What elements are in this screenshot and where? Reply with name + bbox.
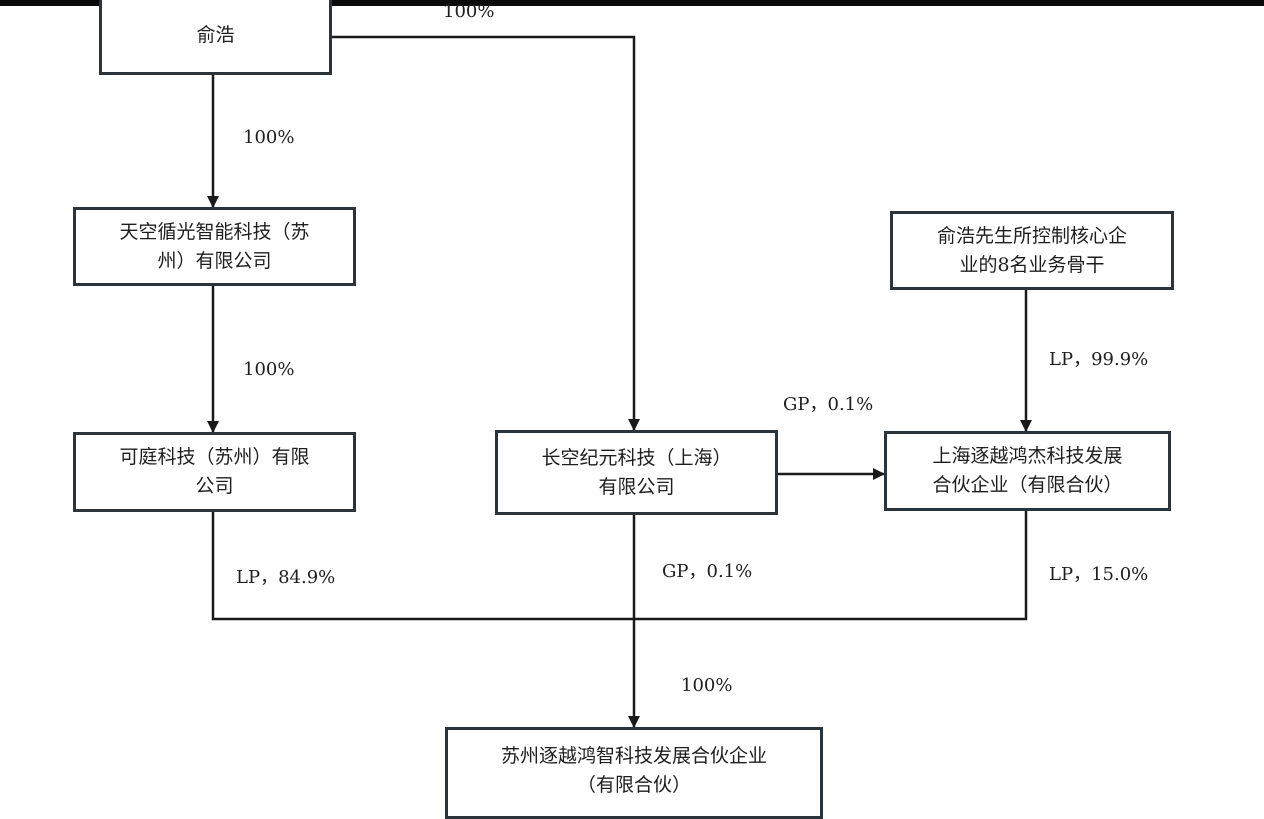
edge-yu-to-changkong bbox=[332, 35, 640, 431]
node-line: 有限公司 bbox=[598, 475, 675, 498]
node-yu-hao: 俞浩 bbox=[99, 0, 332, 75]
top-edge-bar bbox=[0, 0, 1264, 6]
node-line: 俞浩先生所控制核心企 bbox=[936, 224, 1127, 247]
edge-label-merged-to-suzhou: 100% bbox=[681, 675, 733, 696]
node-changkong: 长空纪元科技（上海） 有限公司 bbox=[495, 430, 778, 515]
edge-label-shanghai-to-suzhou: LP，15.0% bbox=[1049, 564, 1149, 585]
edge-label-changkong-to-suzhou: GP，0.1% bbox=[662, 561, 753, 582]
node-line: 苏州逐越鸿智科技发展合伙企业 bbox=[500, 745, 767, 767]
node-shanghai-zhuyue: 上海逐越鸿杰科技发展 合伙企业（有限合伙） bbox=[884, 431, 1171, 511]
edge-label-keting-to-suzhou: LP，84.9% bbox=[236, 567, 336, 588]
node-line: 上海逐越鸿杰科技发展 bbox=[932, 445, 1123, 467]
node-core-staff: 俞浩先生所控制核心企 业的8名业务骨干 bbox=[890, 211, 1174, 290]
node-line: 俞浩 bbox=[196, 24, 235, 46]
edge-label-yu-to-changkong: 100% bbox=[443, 1, 495, 22]
edge-label-staff-to-shanghai: LP，99.9% bbox=[1049, 349, 1149, 370]
edge-keting-down bbox=[211, 512, 634, 621]
edge-label-changkong-to-shanghai: GP，0.1% bbox=[783, 394, 874, 415]
node-line: （有限合伙） bbox=[576, 774, 691, 796]
node-line: 州）有限公司 bbox=[157, 249, 272, 272]
node-line: 合伙企业（有限合伙） bbox=[932, 474, 1123, 496]
edge-label-yu-to-tiankong: 100% bbox=[243, 127, 295, 148]
node-line: 长空纪元科技（上海） bbox=[541, 446, 732, 469]
node-line: 可庭科技（苏州）有限 bbox=[119, 446, 310, 468]
node-line: 天空循光智能科技（苏 bbox=[119, 220, 310, 243]
node-line: 公司 bbox=[195, 475, 234, 497]
node-suzhou-zhuyue: 苏州逐越鸿智科技发展合伙企业 （有限合伙） bbox=[445, 727, 823, 819]
node-tiankong: 天空循光智能科技（苏 州）有限公司 bbox=[73, 207, 356, 286]
edge-label-tiankong-to-keting: 100% bbox=[243, 359, 295, 380]
edge-shanghai-down bbox=[634, 511, 1028, 621]
node-line: 业的8名业务骨干 bbox=[959, 253, 1105, 276]
node-keting: 可庭科技（苏州）有限 公司 bbox=[73, 432, 356, 512]
